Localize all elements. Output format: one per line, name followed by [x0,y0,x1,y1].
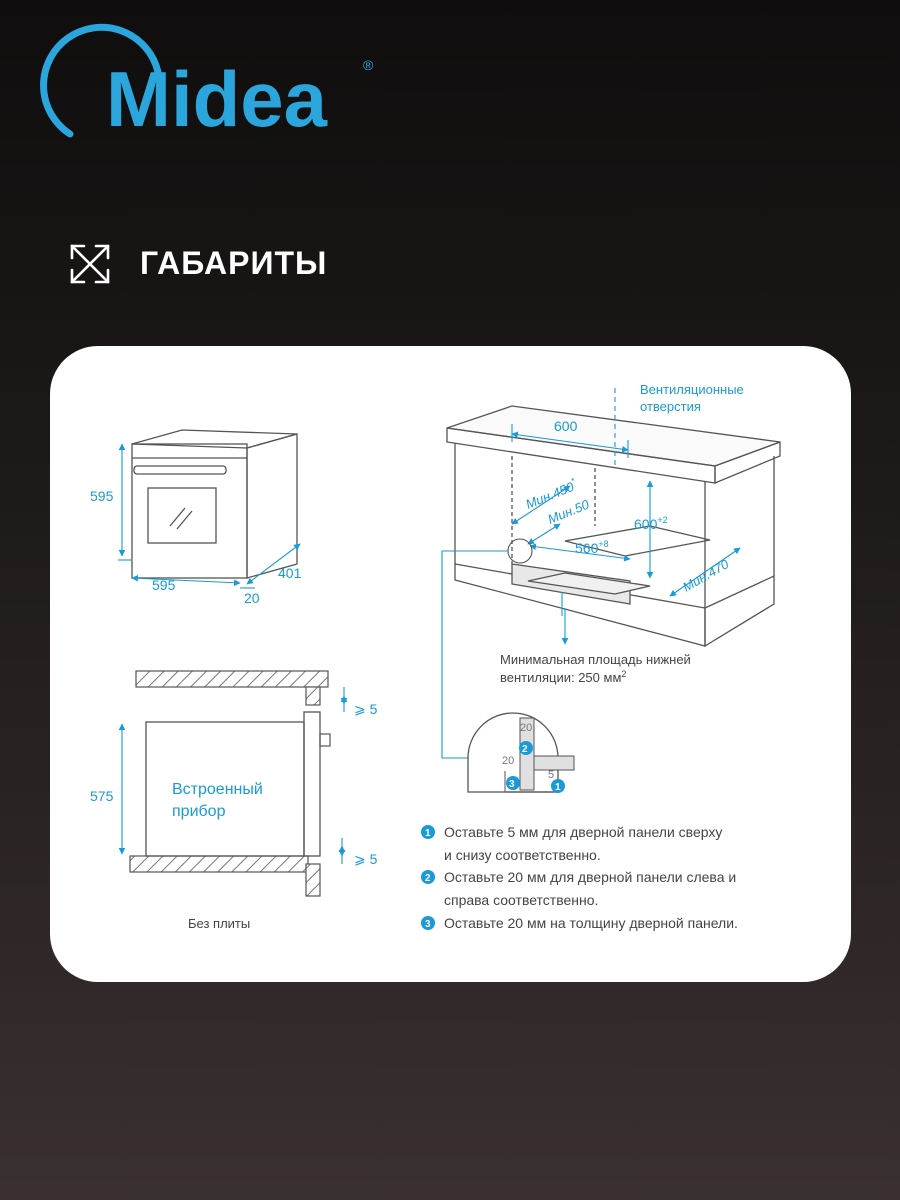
detail-marker-2: 2 [522,744,528,755]
note-1-line2: и снизу соответственно. [444,847,601,863]
section-title: ГАБАРИТЫ [140,245,328,281]
note-3-number: 3 [425,919,431,930]
diagram-card: 595 595 401 20 Вентиляционные отверстия … [50,346,851,982]
oven-isometric [131,429,298,579]
gap-top-label: ⩾ 5 [354,701,378,717]
midea-logo: Midea ® [40,23,374,143]
oven-dimensions [118,443,301,589]
appliance-label-line1: Встроенный [172,781,263,798]
width-560-label: 560+8 [575,539,609,556]
side-view-dimensions [118,687,348,864]
detail-marker-1: 1 [555,782,561,793]
note-3-line1: Оставьте 20 мм на толщину дверной панели… [444,915,738,931]
registered-mark: ® [363,57,374,73]
min-470-label: Мин.470 [680,556,732,595]
note-2-line2: справа соответственно. [444,892,598,908]
side-height-label: 575 [90,788,114,804]
side-view [129,670,331,897]
bottom-vent-line1: Минимальная площадь нижней [500,652,691,667]
detail-20-top: 20 [520,722,532,734]
gap-bottom-label: ⩾ 5 [354,851,378,867]
top-width-label: 600 [554,418,578,434]
note-2-number: 2 [425,873,431,884]
expand-arrows-icon [70,244,110,284]
oven-height-label: 595 [90,488,114,504]
installation-notes: 1 Оставьте 5 мм для дверной панели сверх… [421,824,738,931]
vent-label-line2: отверстия [640,399,701,414]
cabinet-isometric [446,405,781,648]
bottom-vent-line2: вентиляции: 250 мм2 [500,669,626,685]
installation-diagram: 595 595 401 20 Вентиляционные отверстия … [90,382,781,931]
note-1-line1: Оставьте 5 мм для дверной панели сверху [444,824,722,840]
oven-width-label: 595 [152,577,176,593]
detail-marker-3: 3 [509,779,515,790]
appliance-label-line2: прибор [172,803,226,820]
height-600-label: 600+2 [634,515,668,532]
vent-label-line1: Вентиляционные [640,382,744,397]
oven-door-label: 20 [244,590,260,606]
note-1-number: 1 [425,828,431,839]
brand-name: Midea [106,55,328,143]
cabinet-dimensions [441,388,741,759]
oven-depth-label: 401 [278,565,302,581]
detail-20-left: 20 [502,755,514,767]
detail-5: 5 [548,769,554,781]
side-view-caption: Без плиты [188,916,250,931]
note-2-line1: Оставьте 20 мм для дверной панели слева … [444,869,736,885]
